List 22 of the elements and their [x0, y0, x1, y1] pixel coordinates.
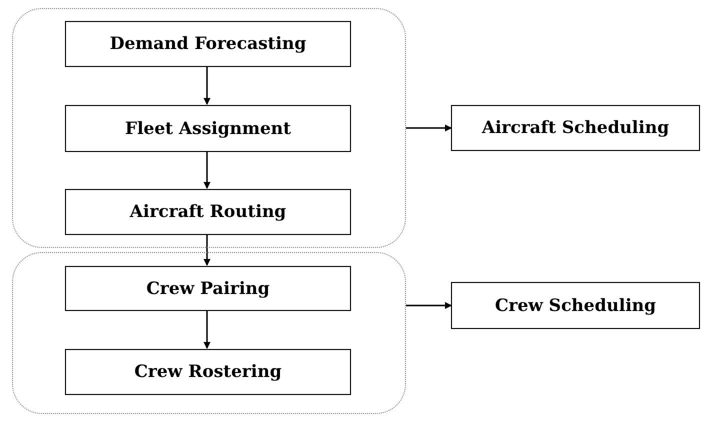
- arrow: [204, 151, 210, 189]
- process-box: [65, 349, 351, 395]
- process-box: [65, 189, 351, 235]
- process-box: [451, 105, 700, 151]
- group-container: [12, 252, 406, 414]
- process-box: [65, 266, 351, 311]
- process-box: [65, 21, 351, 67]
- process-box: [451, 282, 700, 329]
- arrow: [204, 66, 210, 105]
- box-label: Crew Scheduling: [494, 296, 656, 316]
- arrow: [204, 310, 210, 349]
- box-label: Demand Forecasting: [110, 34, 306, 54]
- box-label: Fleet Assignment: [125, 118, 291, 138]
- arrow: [406, 302, 452, 309]
- group-container: [12, 8, 406, 248]
- process-box: [65, 105, 351, 152]
- arrow: [406, 124, 452, 132]
- box-label: Aircraft Scheduling: [482, 118, 670, 138]
- box-label: Crew Pairing: [146, 278, 270, 298]
- arrow: [204, 234, 210, 266]
- box-label: Aircraft Routing: [130, 202, 286, 222]
- box-label: Crew Rostering: [134, 362, 282, 382]
